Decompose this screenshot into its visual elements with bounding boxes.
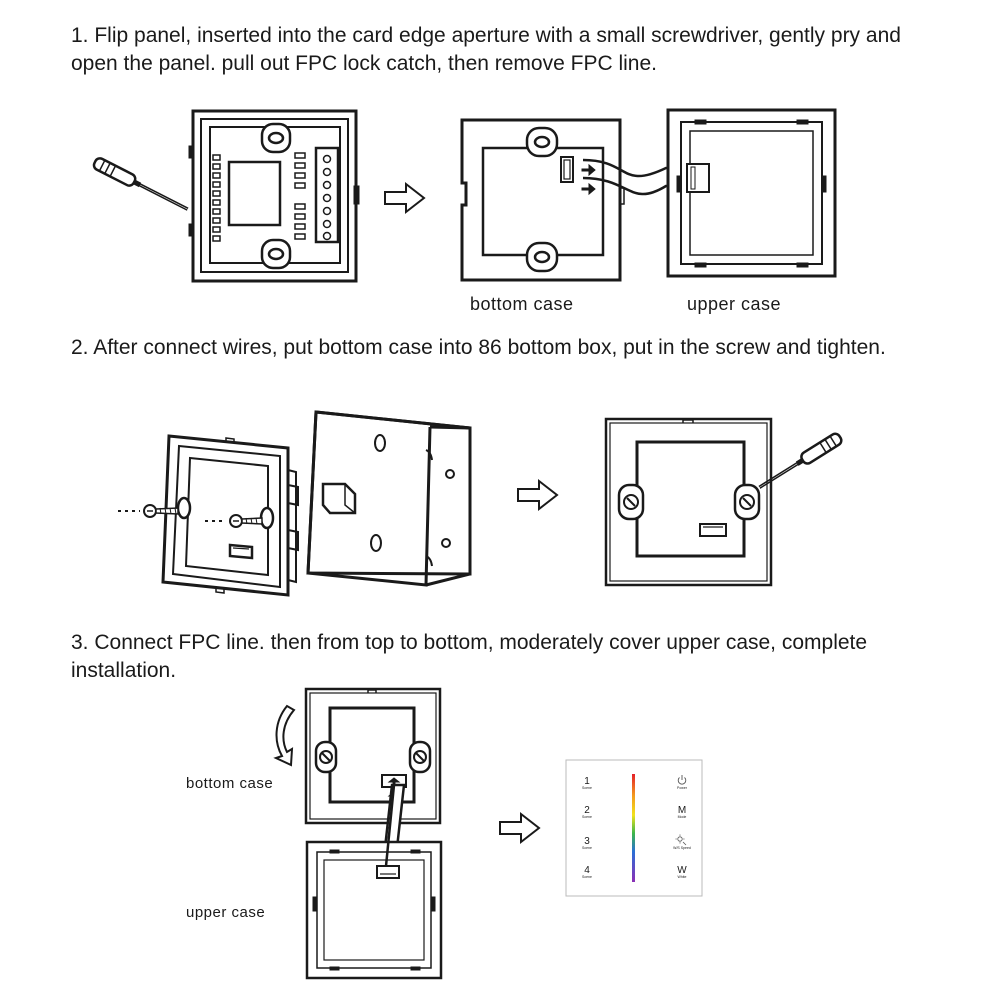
panel-keys-left: 1 Scene 2 Scene 3 Scene 4 Scene <box>582 776 592 879</box>
next-arrow-icon <box>384 181 426 215</box>
mode-key-sub: Mode <box>678 815 687 819</box>
bottom-case-figure <box>460 118 625 282</box>
upper-case-figure <box>666 108 837 278</box>
scene-key-2: 2 <box>584 805 590 816</box>
scene-key-3: 3 <box>584 836 590 847</box>
bottom-case-label: bottom case <box>470 294 574 314</box>
bottom-case-figure <box>304 687 442 825</box>
scene-key-1: 1 <box>584 776 590 787</box>
power-icon <box>677 775 687 785</box>
power-key-sub: Power <box>677 786 688 790</box>
upper-case-figure <box>305 784 443 980</box>
white-key-sub: White <box>678 875 687 879</box>
white-key: W <box>677 865 687 876</box>
scene-key-4-sub: Scene <box>582 875 592 879</box>
speed-key-sub: W/S Speed <box>673 846 691 850</box>
screw-icon <box>118 504 179 518</box>
step-3-instruction: 3. Connect FPC line. then from top to bo… <box>71 631 868 682</box>
step-2-instruction: 2. After connect wires, put bottom case … <box>71 336 886 359</box>
fpc-ribbon <box>582 158 703 196</box>
step1-figure <box>92 108 837 283</box>
mode-key: M <box>678 805 686 816</box>
screwdriver-icon <box>758 432 843 489</box>
step-1-instruction: 1. Flip panel, inserted into the card ed… <box>71 24 901 75</box>
screwdriver-icon <box>92 157 189 211</box>
scene-key-3-sub: Scene <box>582 846 592 850</box>
bottom-case-label-step3: bottom case <box>186 775 273 792</box>
panel-keys-right: Power M Mode W/S Speed W White <box>673 775 691 879</box>
step3-figure <box>273 687 703 980</box>
scene-key-1-sub: Scene <box>582 786 592 790</box>
step2-figure <box>118 410 843 597</box>
next-arrow-icon <box>517 478 559 512</box>
screw-icon <box>205 514 263 528</box>
bottom-case-perspective <box>161 434 299 597</box>
upper-case-label: upper case <box>687 294 781 314</box>
rotate-arrow-icon <box>273 704 296 767</box>
installed-bottom-case <box>604 417 773 587</box>
scene-key-2-sub: Scene <box>582 815 592 819</box>
wall-box-86 <box>306 410 472 587</box>
rgb-color-bar <box>632 774 635 882</box>
scene-key-4: 4 <box>584 865 590 876</box>
panel-back <box>188 109 360 283</box>
brightness-icon <box>675 834 687 846</box>
upper-case-label-step3: upper case <box>186 904 265 921</box>
next-arrow-icon <box>499 811 541 845</box>
